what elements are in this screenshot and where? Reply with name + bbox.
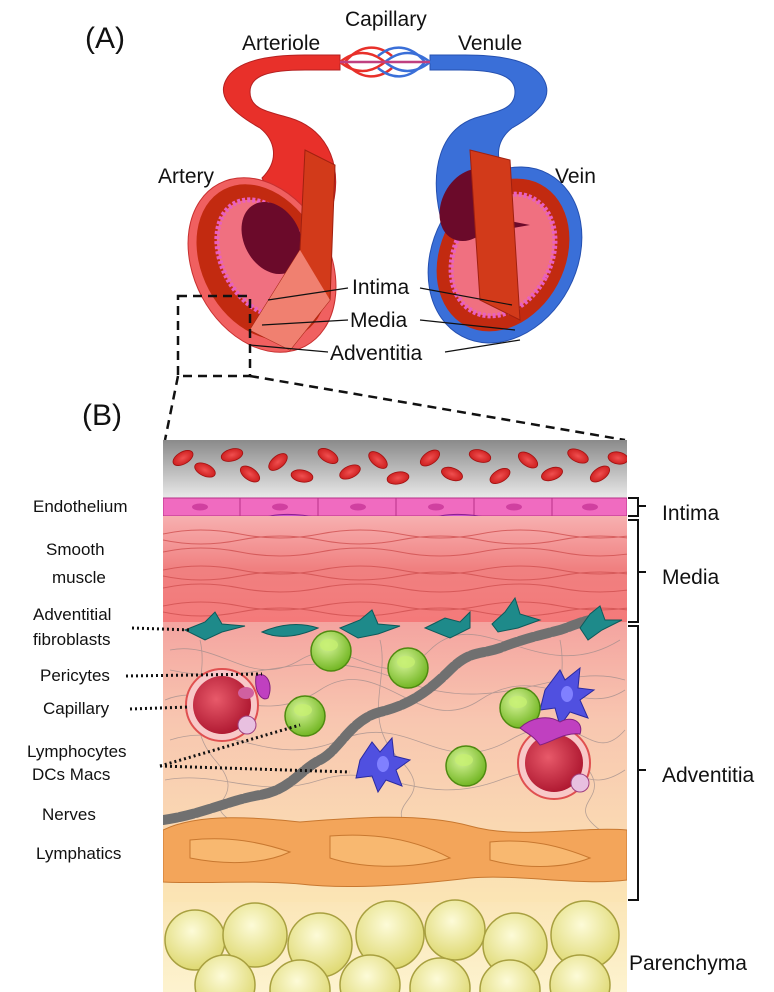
endothelium-layer [163,498,627,516]
tissue-section [163,440,640,992]
label-venule: Venule [458,32,522,55]
label-lymphocytes: Lymphocytes [27,742,127,761]
label-vein: Vein [555,165,596,188]
capillary-network [340,48,430,77]
panel-b-left-labels: Endothelium Smooth muscle Adventitial fi… [27,497,128,863]
label-lymphatics: Lymphatics [36,844,121,863]
label-arteriole: Arteriole [242,32,320,55]
panel-a-letter: (A) [85,22,125,55]
label-adventitia-a: Adventitia [330,342,423,365]
label-intima-b: Intima [662,502,720,525]
label-media-a: Media [350,309,408,332]
label-pericytes: Pericytes [40,666,110,685]
label-capillary-b: Capillary [43,699,110,718]
layer-brackets [628,498,646,900]
label-parenchyma: Parenchyma [629,952,747,975]
label-smooth-muscle-2: muscle [52,568,106,587]
label-capillary-a: Capillary [345,8,427,31]
label-nerves: Nerves [42,805,96,824]
adventitial-capillary [518,718,590,799]
label-adventitial-fibroblasts-2: fibroblasts [33,630,110,649]
label-dcs-macs: DCs Macs [32,765,110,784]
label-endothelium: Endothelium [33,497,128,516]
label-adventitial-fibroblasts-1: Adventitial [33,605,111,624]
label-adventitia-b: Adventitia [662,764,755,787]
label-intima-a: Intima [352,276,410,299]
label-artery: Artery [158,165,215,188]
label-smooth-muscle-1: Smooth [46,540,105,559]
panel-b-letter: (B) [82,399,122,432]
label-media-b: Media [662,566,720,589]
dc-nucleus [377,756,389,772]
dc-nucleus [561,686,573,702]
